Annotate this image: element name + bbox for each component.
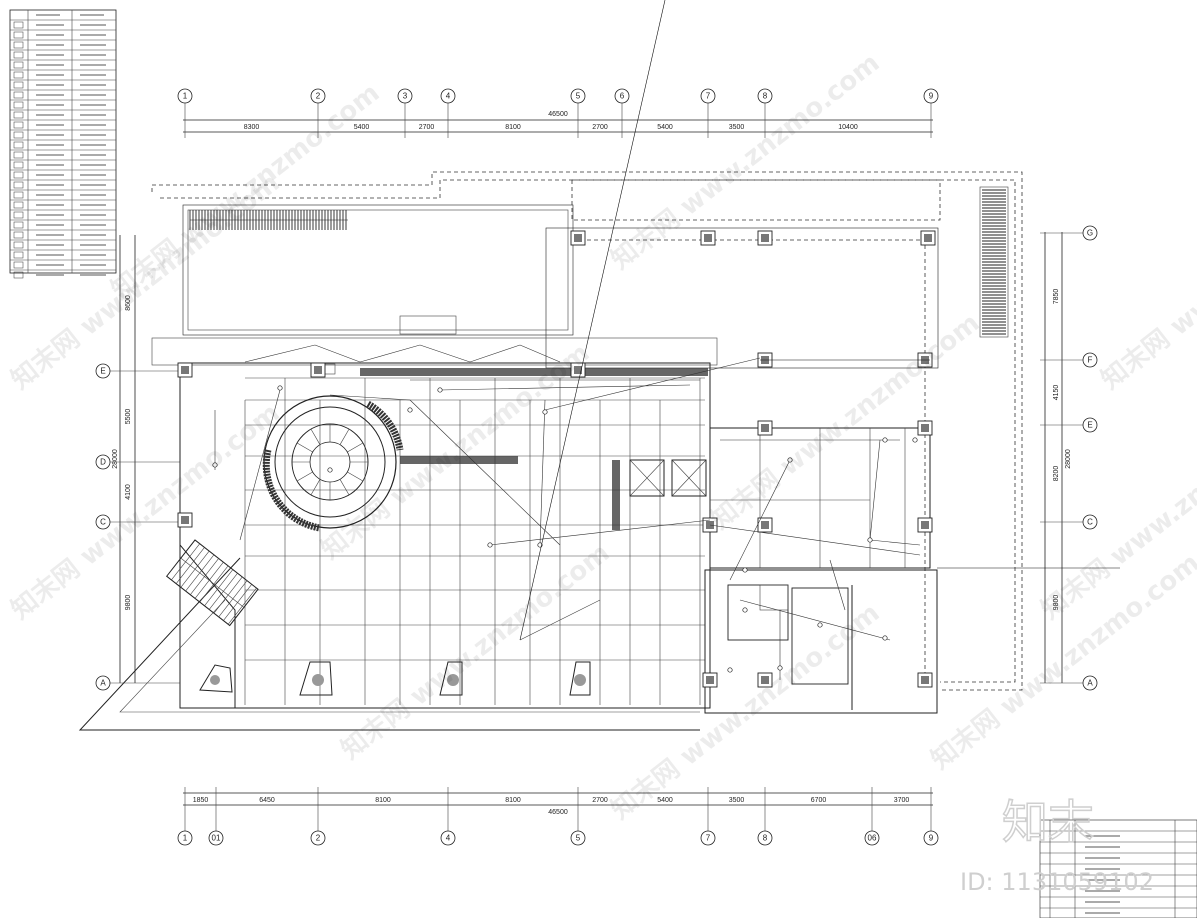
right-dim-label: 4150 (1053, 385, 1060, 401)
right-dim-label: 9800 (1053, 595, 1060, 611)
top-grid-axis: 1 2 3 4 5 6 7 8 9 46500 8300 5400 2700 8100 2700 5400… (177, 88, 939, 138)
bottom-grid-axis: 1 01 2 4 5 7 8 06 9 46500 1850 6450 8100 8100 2700 54… (177, 787, 939, 846)
top-grid-label: 8 (763, 92, 768, 101)
svg-text:知末网 www.znzmo.com: 知末网 www.znzmo.com (606, 48, 886, 276)
bottom-grid-label: 01 (212, 834, 221, 843)
top-dim-label: 2700 (592, 124, 608, 131)
right-grid-label: E (1087, 421, 1092, 430)
right-dim-label: 7850 (1053, 289, 1060, 305)
svg-text:知末网 www.znzmo.com: 知末网 www.znzmo.com (106, 78, 386, 306)
bottom-dim-label: 3700 (894, 797, 910, 804)
top-grid-label: 3 (403, 92, 408, 101)
bottom-grid-label: 1 (183, 834, 188, 843)
bottom-dim-label: 6450 (259, 797, 275, 804)
rotunda (262, 395, 404, 532)
bottom-grid-label: 06 (868, 834, 877, 843)
top-grid-label: 9 (929, 92, 934, 101)
top-dim-label: 8300 (244, 124, 260, 131)
top-dim-label: 10400 (838, 124, 858, 131)
svg-text:知末网 www.znzmo.com: 知末网 www.znzmo.com (1096, 168, 1197, 396)
left-grid-label: A (100, 679, 106, 688)
left-dim-label: 8600 (125, 295, 132, 311)
bottom-grid-label: 4 (446, 834, 451, 843)
right-grid-label: G (1087, 229, 1093, 238)
right-dim-label: 8200 (1053, 466, 1060, 482)
right-total-dim: 28000 (1065, 449, 1072, 469)
bottom-total-dim: 46500 (548, 809, 568, 816)
svg-text:知末网 www.znzmo.com: 知末网 www.znzmo.com (336, 538, 616, 766)
top-dim-label: 5400 (657, 124, 673, 131)
image-id: ID: 1131059102 (960, 868, 1154, 896)
top-grid-label: 1 (183, 92, 188, 101)
right-grid-label: C (1087, 518, 1093, 527)
top-grid-label: 5 (576, 92, 581, 101)
bottom-dim-label: 6700 (811, 797, 827, 804)
left-grid-axis: E D C A 8600 5500 4100 9800 28000 (95, 235, 180, 691)
left-grid-label: E (100, 367, 105, 376)
top-grid-label: 4 (446, 92, 451, 101)
right-grid-label: F (1088, 356, 1093, 365)
left-dim-label: 5500 (125, 409, 132, 425)
stair (165, 539, 259, 627)
top-grid-label: 2 (316, 92, 321, 101)
bottom-grid-label: 2 (316, 834, 321, 843)
bottom-dim-label: 8100 (505, 797, 521, 804)
top-dim-label: 8100 (505, 124, 521, 131)
left-grid-label: D (100, 458, 106, 467)
bottom-dim-label: 1850 (193, 797, 209, 804)
title-table (1039, 819, 1197, 918)
left-total-dim: 28000 (112, 449, 119, 469)
left-dim-label: 9800 (125, 595, 132, 611)
left-dim-label: 4100 (125, 484, 132, 500)
bottom-grid-label: 7 (706, 834, 711, 843)
top-dim-label: 2700 (419, 124, 435, 131)
top-dim-label: 5400 (354, 124, 370, 131)
legend-table (9, 9, 117, 279)
right-grid-label: A (1087, 679, 1093, 688)
building-plan (78, 0, 1120, 731)
bottom-grid-label: 8 (763, 834, 768, 843)
svg-text:知末网 www.znzmo.com: 知末网 www.znzmo.com (706, 308, 986, 536)
bottom-dim-label: 5400 (657, 797, 673, 804)
left-grid-label: C (100, 518, 106, 527)
top-grid-label: 7 (706, 92, 711, 101)
svg-text:知末网 www.znzmo.com: 知末网 www.znzmo.com (6, 398, 286, 626)
top-dim-label: 3500 (729, 124, 745, 131)
bottom-dim-label: 8100 (375, 797, 391, 804)
bottom-dim-label: 2700 (592, 797, 608, 804)
top-total-dim: 46500 (548, 111, 568, 118)
right-grid-axis: G F E C A 7850 4150 8200 9800 28000 (1040, 225, 1098, 691)
bottom-dim-label: 3500 (729, 797, 745, 804)
bottom-grid-label: 9 (929, 834, 934, 843)
top-grid-label: 6 (620, 92, 625, 101)
sculpture-row (199, 661, 591, 696)
site-logo: 知末 (1002, 795, 1094, 849)
bottom-grid-label: 5 (576, 834, 581, 843)
